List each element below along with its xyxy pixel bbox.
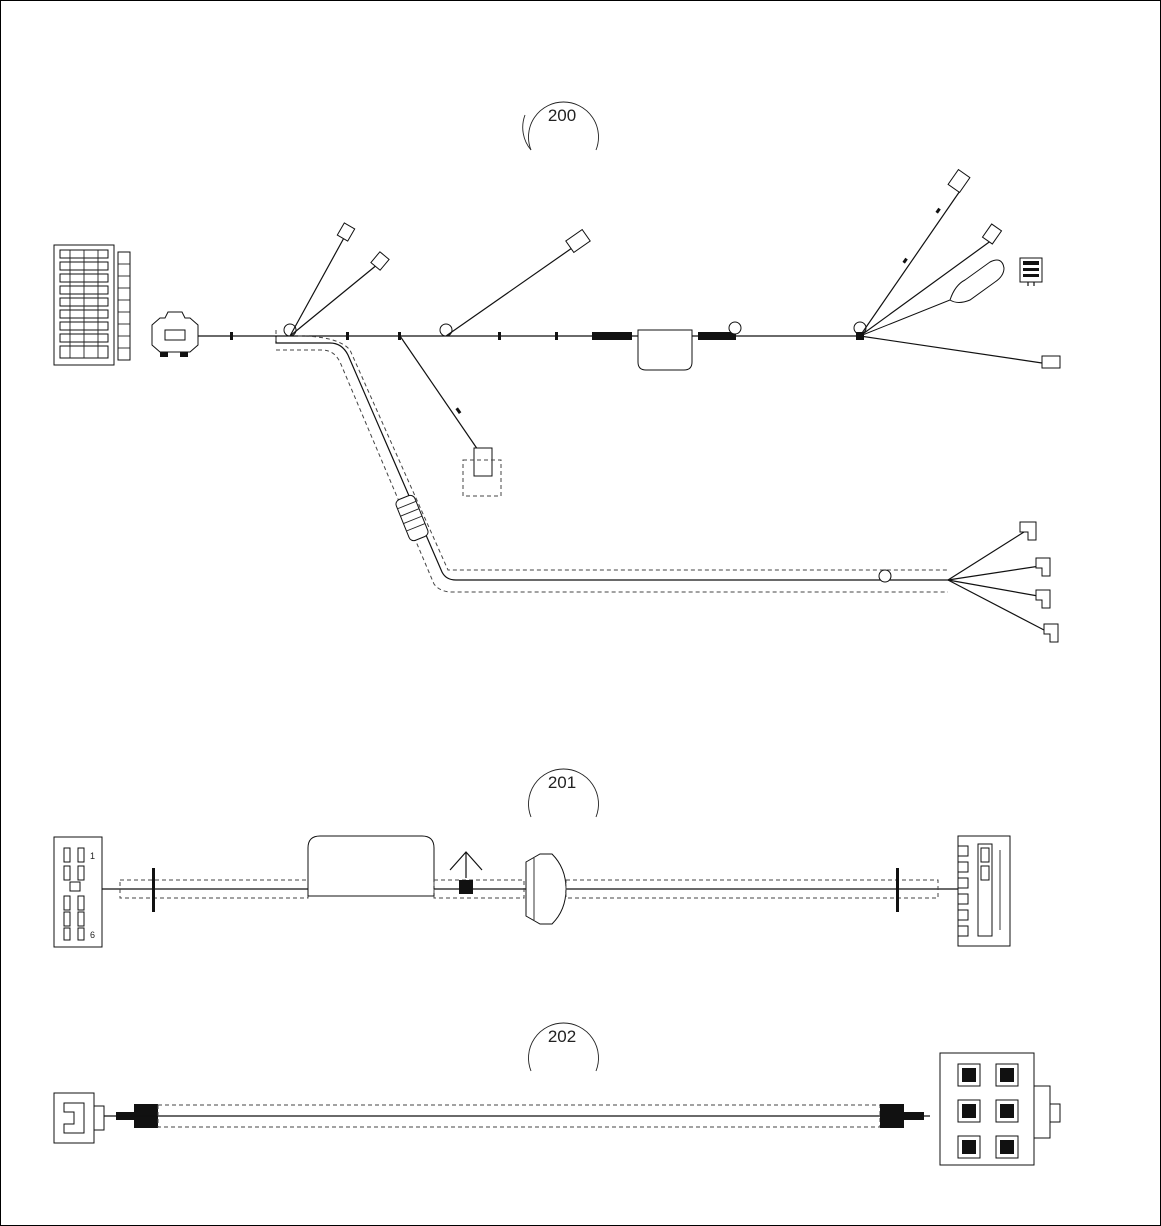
grommet-201 <box>525 853 567 925</box>
branch-clip-1 <box>283 222 390 337</box>
connector-201-right <box>957 835 1011 947</box>
pin-label-last: 6 <box>90 930 95 940</box>
connector-201-left: 1 6 <box>53 836 103 948</box>
harness-201: 1 6 <box>53 835 1011 948</box>
relay-icon <box>1019 257 1043 286</box>
harness-200 <box>53 168 1061 643</box>
right-branch-cluster <box>853 168 1061 369</box>
trunk-clip-3 <box>728 321 742 335</box>
sensor-branch <box>399 335 502 497</box>
connector-202-left <box>53 1092 105 1144</box>
callout-200-label: 200 <box>548 106 576 125</box>
callout-201: 201 <box>528 768 599 818</box>
callout-201-label: 201 <box>548 773 576 792</box>
inline-fuse-holder <box>592 329 736 371</box>
callout-202: 202 <box>528 1022 599 1072</box>
callout-202-label: 202 <box>548 1027 576 1046</box>
inline-fuse-201 <box>307 835 435 897</box>
conduit-branch <box>275 330 1059 643</box>
trunk-tape-marks <box>230 332 558 340</box>
branch-clip-2 <box>439 228 591 337</box>
ground-clip-201 <box>449 851 483 894</box>
harness-202 <box>53 1052 1061 1166</box>
connector-202-right <box>939 1052 1061 1166</box>
callout-200: 200 <box>522 101 599 151</box>
main-plug-connector <box>151 311 199 357</box>
fuse-block-connector <box>53 244 131 366</box>
pin-label-first: 1 <box>90 851 95 861</box>
